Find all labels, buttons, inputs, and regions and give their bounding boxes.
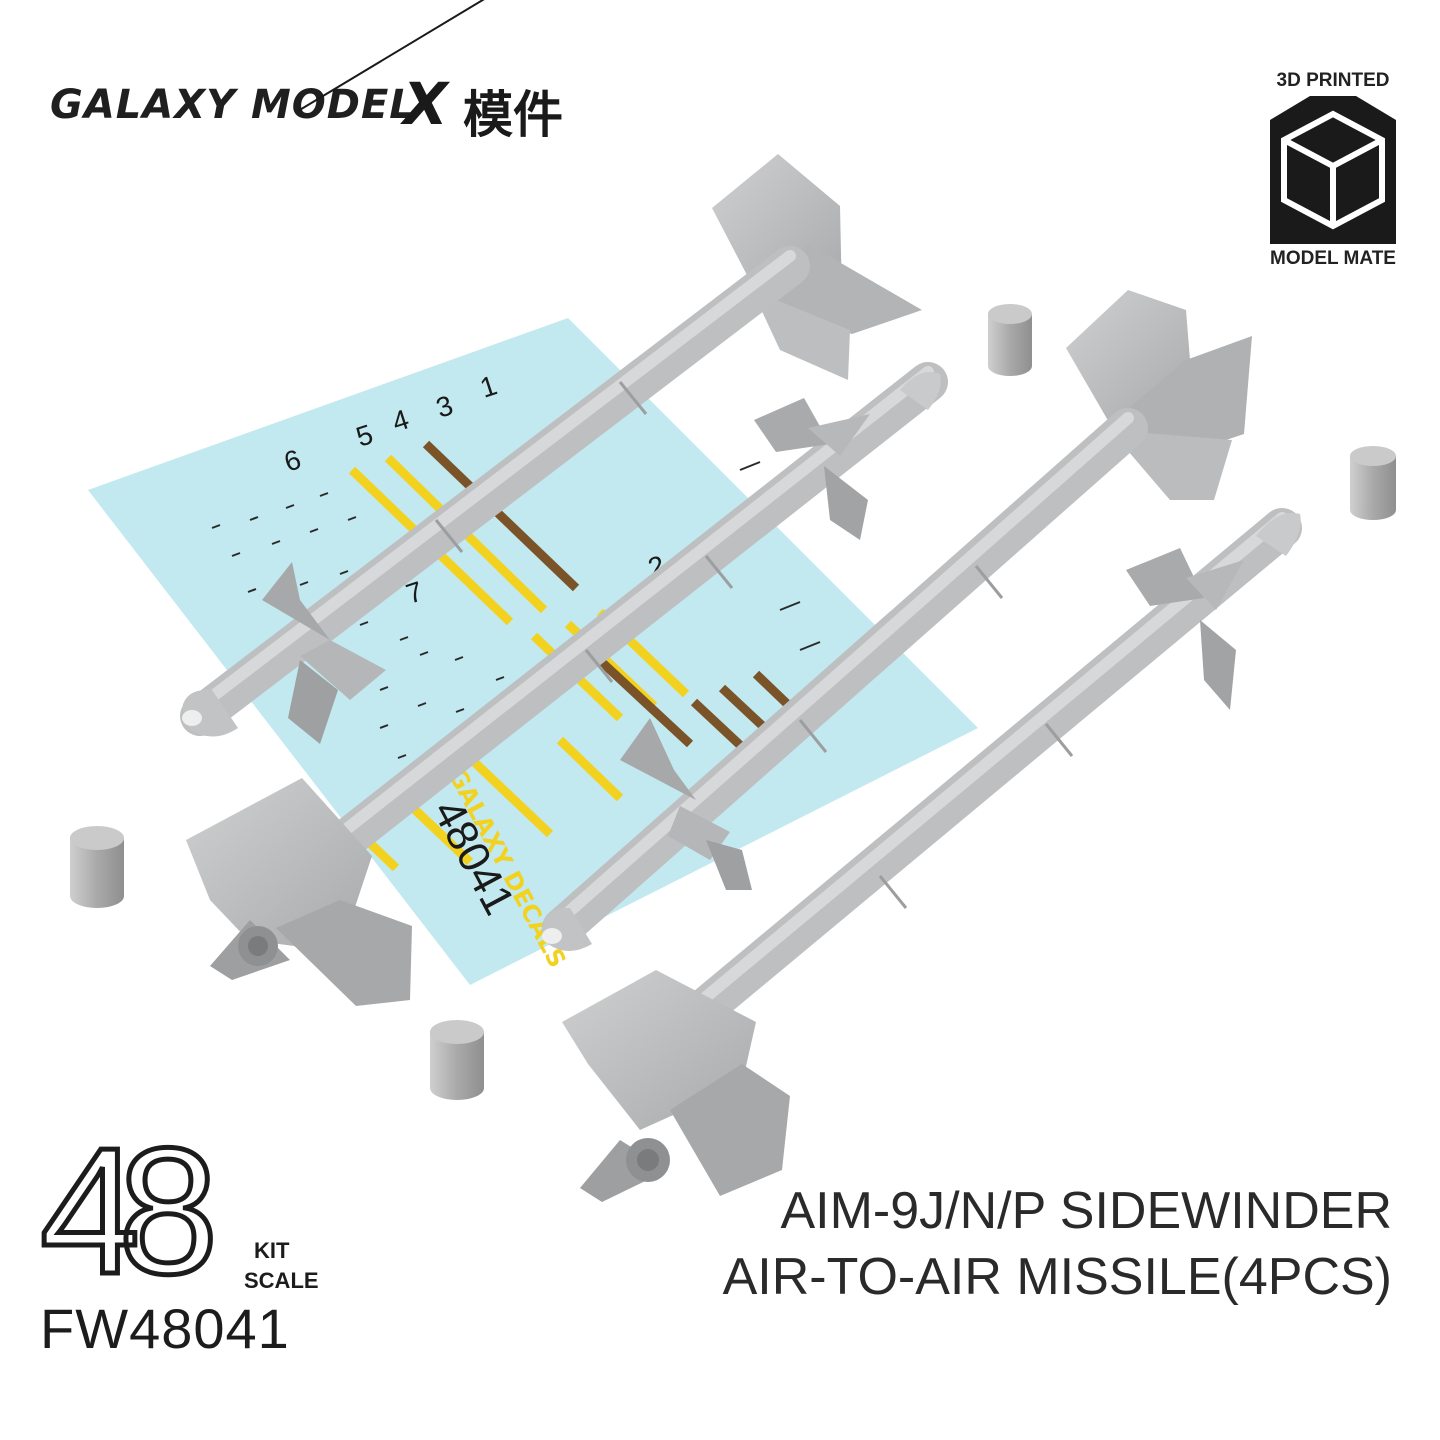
product-name-line2: AIR-TO-AIR MISSILE(4PCS): [722, 1248, 1392, 1306]
3d-printed-badge: 3D PRINTED MODEL MATE: [1258, 70, 1408, 270]
brand-x-mark: X: [403, 70, 448, 138]
stand-cylinder: [988, 304, 1032, 376]
missile-2: [186, 362, 948, 1006]
product-name: AIM-9J/N/P SIDEWINDER AIR-TO-AIR MISSILE…: [723, 1178, 1392, 1310]
scale-kit-label: KIT: [254, 1238, 290, 1263]
stand-cylinder: [70, 826, 124, 908]
stand-cylinder: [430, 1020, 484, 1100]
brand-partner-chinese: 模件: [463, 86, 563, 144]
scale-mark: 48 KIT SCALE: [37, 1119, 318, 1320]
product-name-line1: AIM-9J/N/P SIDEWINDER: [780, 1182, 1392, 1240]
brand-name: GALAXY MODEL: [50, 82, 416, 128]
missile-3: [542, 290, 1252, 951]
product-code: FW48041: [40, 1297, 290, 1360]
stand-cylinder: [1350, 446, 1396, 520]
badge-bottom-label: MODEL MATE: [1270, 248, 1396, 269]
cube-icon: [1270, 96, 1396, 244]
scale-number: 48: [37, 1111, 220, 1312]
missile-1: [180, 154, 922, 744]
badge-top-label: 3D PRINTED: [1276, 70, 1390, 91]
scale-scale-label: SCALE: [244, 1268, 319, 1293]
missile-4: [562, 508, 1302, 1202]
brand-logo: GALAXY MODEL X 模件: [48, 0, 608, 180]
